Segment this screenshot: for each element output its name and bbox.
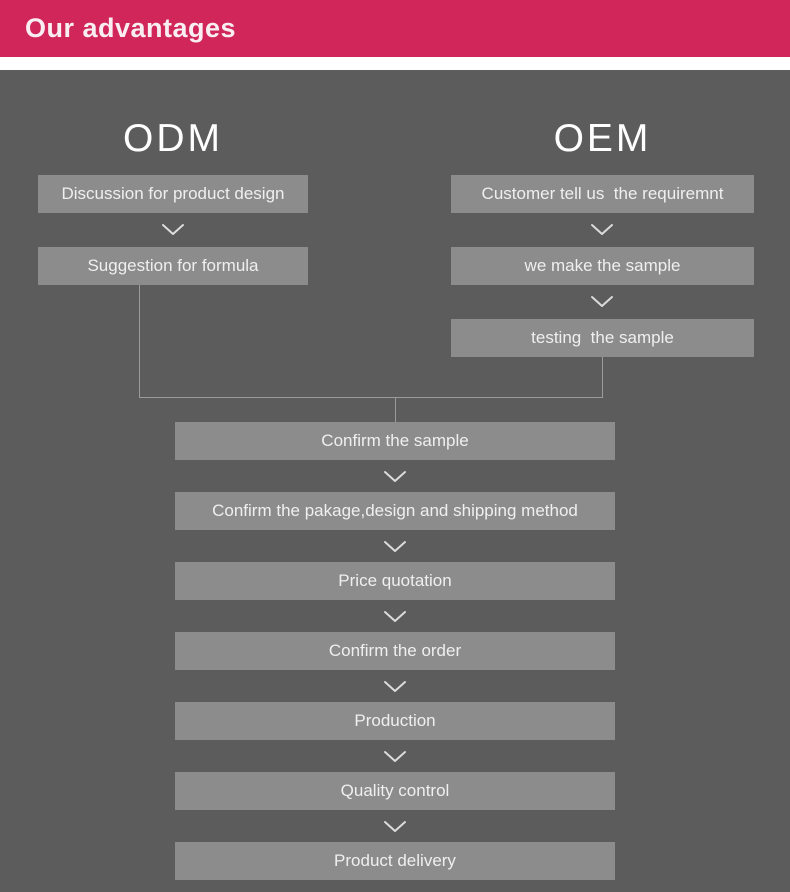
chevron-down-icon — [162, 224, 184, 235]
advantages-header: Our advantages — [0, 0, 790, 57]
oem-step-box: Customer tell us the requiremnt — [451, 175, 754, 213]
merged-step-box: Confirm the pakage,design and shipping m… — [175, 492, 615, 530]
merged-step-box: Confirm the sample — [175, 422, 615, 460]
page-title: Our advantages — [25, 13, 237, 43]
oem-column-title: OEM — [553, 117, 652, 160]
merged-step-box: Confirm the order — [175, 632, 615, 670]
odm-step-box: Suggestion for formula — [38, 247, 308, 285]
odm-column-title: ODM — [123, 117, 223, 160]
oem-step-box: testing the sample — [451, 319, 754, 357]
connector-line — [602, 357, 603, 397]
merged-step-box: Production — [175, 702, 615, 740]
chevron-down-icon — [384, 681, 406, 692]
oem-step-box: we make the sample — [451, 247, 754, 285]
chevron-down-icon — [384, 471, 406, 482]
chevron-down-icon — [591, 296, 613, 307]
flowchart-panel: ODM OEM Discussion for product design Su… — [0, 70, 790, 892]
connector-line — [395, 397, 396, 422]
chevron-down-icon — [384, 541, 406, 552]
merged-step-box: Quality control — [175, 772, 615, 810]
merged-step-box: Product delivery — [175, 842, 615, 880]
chevron-down-icon — [384, 611, 406, 622]
connector-line — [139, 397, 603, 398]
merged-step-box: Price quotation — [175, 562, 615, 600]
chevron-down-icon — [591, 224, 613, 235]
chevron-down-icon — [384, 751, 406, 762]
odm-step-box: Discussion for product design — [38, 175, 308, 213]
connector-line — [139, 285, 140, 397]
chevron-down-icon — [384, 821, 406, 832]
